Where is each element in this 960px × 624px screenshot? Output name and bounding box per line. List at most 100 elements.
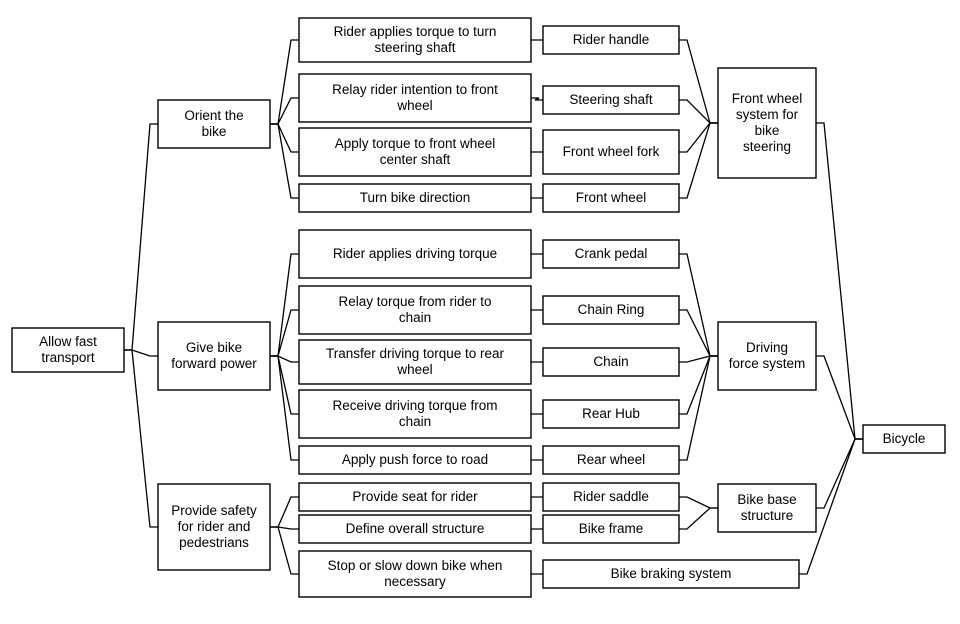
edge-orient-the-bike-to-relay-rider-intention [270, 97, 299, 125]
edge-give-bike-forward-power-to-apply-push-force [270, 355, 299, 461]
node-front-wheel-fork[interactable]: Front wheel fork [542, 129, 680, 175]
node-front-wheel[interactable]: Front wheel [542, 183, 680, 213]
edge-relay-rider-intention-to-steering-shaft [531, 97, 543, 101]
edge-chain-ring-to-driving-force-system [679, 309, 718, 357]
node-provide-seat[interactable]: Provide seat for rider [298, 482, 532, 512]
node-box-steering-shaft [542, 85, 680, 115]
node-crank-pedal[interactable]: Crank pedal [542, 239, 680, 269]
node-rider-applies-driving-torque[interactable]: Rider applies driving torque [298, 229, 532, 279]
node-label-apply-push-force: Apply push force to road [342, 452, 488, 467]
edge-orient-the-bike-to-turn-bike-direction [270, 123, 299, 199]
node-turn-bike-direction[interactable]: Turn bike direction [298, 183, 532, 213]
node-box-crank-pedal [542, 239, 680, 269]
node-label-rider-applies-driving-torque: Rider applies driving torque [333, 246, 497, 261]
node-box-apply-torque-front-wheel [298, 127, 532, 177]
node-box-relay-torque-to-chain [298, 285, 532, 335]
edge-front-wheel-system-to-bicycle [816, 122, 863, 440]
node-box-receive-driving-torque [298, 389, 532, 439]
node-label-front-wheel: Front wheel [576, 190, 647, 205]
node-box-chain [542, 347, 680, 377]
edge-front-wheel-to-front-wheel-system [679, 122, 718, 199]
node-box-stop-or-slow-down [298, 550, 532, 598]
node-rear-hub[interactable]: Rear Hub [542, 399, 680, 429]
edge-bike-frame-to-bike-base-structure [679, 507, 718, 530]
edge-orient-the-bike-to-apply-torque-front-wheel [270, 123, 299, 153]
node-box-rear-hub [542, 399, 680, 429]
node-rear-wheel[interactable]: Rear wheel [542, 445, 680, 475]
node-box-transfer-driving-torque [298, 339, 532, 385]
edge-rider-handle-to-front-wheel-system [679, 39, 718, 124]
edge-provide-safety-to-stop-or-slow-down [270, 526, 299, 575]
node-rider-saddle[interactable]: Rider saddle [542, 482, 680, 512]
node-box-bike-frame [542, 514, 680, 544]
node-box-apply-push-force [298, 445, 532, 475]
edge-driving-force-system-to-bicycle [816, 355, 863, 440]
node-box-rider-applies-driving-torque [298, 229, 532, 279]
edge-rear-wheel-to-driving-force-system [679, 355, 718, 461]
node-box-bike-base-structure [717, 483, 817, 533]
edge-crank-pedal-to-driving-force-system [679, 253, 718, 357]
node-define-overall-structure[interactable]: Define overall structure [298, 514, 532, 544]
node-box-bike-braking-system [542, 559, 800, 589]
node-box-rider-handle [542, 25, 680, 55]
edge-give-bike-forward-power-to-relay-torque-to-chain [270, 309, 299, 357]
edge-steering-shaft-to-front-wheel-system [679, 99, 718, 124]
edge-allow-fast-transport-to-provide-safety [124, 349, 158, 528]
node-label-bike-frame: Bike frame [579, 521, 644, 536]
node-box-driving-force-system [717, 321, 817, 391]
node-bike-frame[interactable]: Bike frame [542, 514, 680, 544]
node-box-rider-applies-torque-steering [298, 17, 532, 63]
node-steering-shaft[interactable]: Steering shaft [542, 85, 680, 115]
node-label-steering-shaft: Steering shaft [569, 92, 653, 107]
node-label-turn-bike-direction: Turn bike direction [360, 190, 471, 205]
edge-bike-base-structure-to-bicycle [816, 438, 863, 509]
node-rider-handle[interactable]: Rider handle [542, 25, 680, 55]
edge-chain-to-driving-force-system [679, 355, 718, 363]
node-box-give-bike-forward-power [157, 321, 271, 391]
node-box-bicycle [862, 424, 946, 454]
node-chain-ring[interactable]: Chain Ring [542, 295, 680, 325]
node-box-orient-the-bike [157, 99, 271, 149]
node-box-provide-safety [157, 483, 271, 571]
node-box-chain-ring [542, 295, 680, 325]
node-bike-braking-system[interactable]: Bike braking system [542, 559, 800, 589]
node-apply-push-force[interactable]: Apply push force to road [298, 445, 532, 475]
node-box-rear-wheel [542, 445, 680, 475]
edge-allow-fast-transport-to-orient-the-bike [124, 123, 158, 351]
edge-layer [124, 39, 863, 575]
node-label-bicycle: Bicycle [883, 431, 926, 446]
node-chain[interactable]: Chain [542, 347, 680, 377]
edge-provide-safety-to-provide-seat [270, 496, 299, 528]
node-bicycle[interactable]: Bicycle [862, 424, 946, 454]
node-label-provide-seat: Provide seat for rider [352, 489, 478, 504]
node-box-allow-fast-transport [11, 327, 125, 373]
node-box-front-wheel [542, 183, 680, 213]
edge-give-bike-forward-power-to-rider-applies-driving-torque [270, 253, 299, 357]
node-label-rider-saddle: Rider saddle [573, 489, 649, 504]
node-box-provide-seat [298, 482, 532, 512]
